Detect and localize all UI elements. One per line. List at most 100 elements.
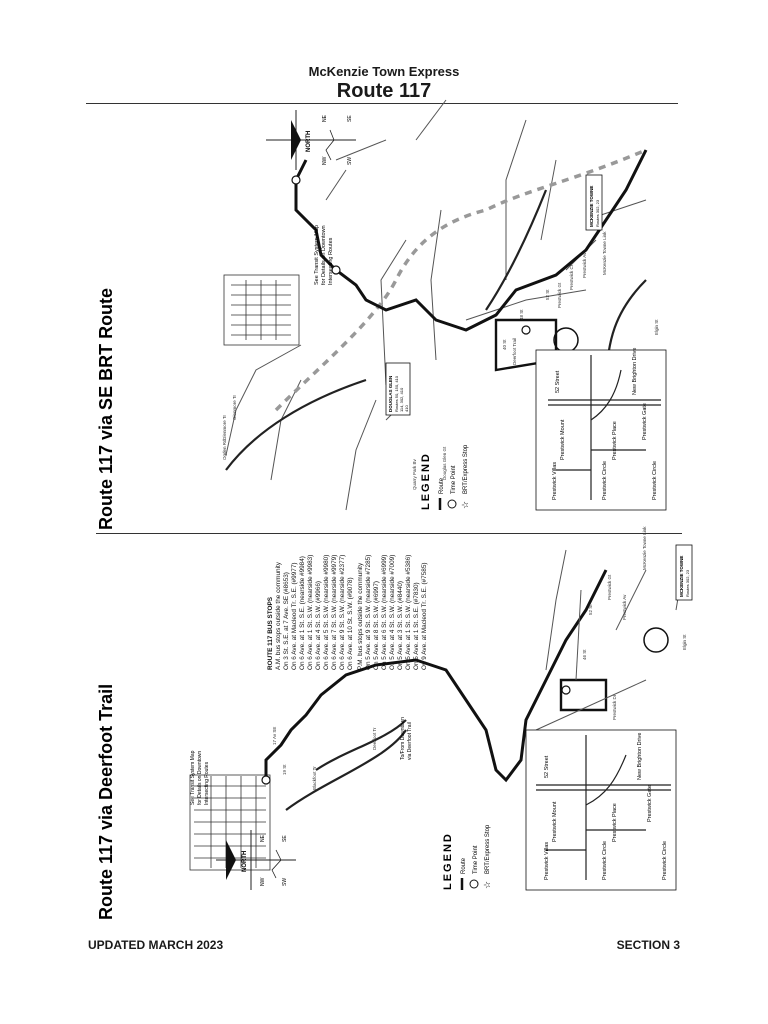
top-see-map-note-3: Intersecting Routes: [328, 237, 334, 285]
top-street-5: 48 St: [519, 309, 524, 320]
bottom-deerfoot-note-1: To/From Downtown: [400, 717, 406, 760]
bus-stop-pm-5: On 5 Ave. at 1 St. S.W. (nearside #5386): [405, 555, 412, 670]
top-north-label: NORTH: [306, 131, 312, 152]
bottom-bus-stops: ROUTE 117 BUS STOPS A.M. bus stops outsi…: [267, 555, 428, 670]
bottom-quad-sw: SW: [282, 878, 288, 886]
top-map-title: Route 117 via SE BRT Route: [96, 288, 116, 530]
bottom-map-title: Route 117 via Deerfoot Trail: [96, 684, 116, 920]
top-street-7: Prestwick Gt: [557, 282, 562, 308]
bus-stops-am-heading: A.M. bus stops outside the community: [275, 561, 282, 670]
bottom-downtown-grid: [189, 774, 271, 871]
bus-stop-am-5: On 6 Ave. at 5 St. S.W. (nearside #9980): [323, 555, 330, 670]
top-street-2: Barlow Tr: [402, 370, 407, 390]
top-quad-ne: NE: [322, 114, 328, 122]
top-brt-dashed-route: [274, 148, 647, 412]
top-douglas-glen-1: Routes 50, 150, 410: [394, 375, 399, 412]
bottom-roundabout: [643, 627, 669, 653]
top-inset-7: Prestwick Circle: [652, 461, 658, 500]
bottom-legend-timepoint-icon: [469, 879, 479, 889]
top-street-12: Douglas Glen Gt: [442, 446, 447, 480]
top-street-4: 40 St: [502, 339, 507, 350]
top-highways: [225, 189, 647, 471]
bus-stop-am-1: On 6 Ave. at Macleod Tr. S.E. (#9977): [291, 562, 298, 670]
bottom-north-compass: [216, 830, 296, 890]
top-north-arrow: [291, 120, 301, 160]
bottom-inset-box: [525, 729, 677, 891]
bottom-legend-brt-icon: ☆: [482, 881, 492, 889]
bottom-terminal-box: [675, 544, 693, 601]
bottom-inset-6: Prestwick Circle: [602, 841, 608, 880]
bottom-street-10: Elgin St: [682, 634, 687, 650]
bottom-street-8: Prestwick Av: [622, 594, 627, 620]
top-street-13: Quarry Park Bv: [412, 458, 417, 490]
bus-stops-pm-heading: P.M. bus stops outside the community: [357, 562, 364, 670]
bottom-inset-1: New Brighton Drive: [637, 733, 643, 780]
bottom-see-map-note-1: See Transit System Map: [190, 750, 196, 805]
top-inset-streets: [548, 355, 661, 500]
bottom-deerfoot-note-2: via Deerfoot Trail: [407, 722, 413, 760]
bottom-highways: [285, 719, 407, 811]
bottom-route-line: [264, 569, 608, 783]
bottom-legend-brt: BRT/Express Stop: [485, 824, 491, 874]
bus-stop-am-7: On 6 Ave. at 9 St. S.W. (nearside #2377): [339, 555, 346, 670]
bus-stop-am-4: On 6 Ave. at 4 St. S.W. (#9966): [315, 581, 322, 670]
bus-stop-pm-7: On 9 Ave. at Macleod Tr. S.E. (#7585): [421, 562, 428, 670]
bottom-legend-heading: LEGEND: [442, 832, 454, 890]
top-douglas-glen-2: 114, 302, 410: [399, 387, 404, 412]
bottom-quad-se: SE: [282, 835, 288, 842]
top-inset-5: Prestwick Villas: [552, 462, 558, 500]
header-title: Route 117: [336, 80, 432, 102]
footer-section: SECTION 3: [616, 938, 680, 952]
top-see-map-note-2: for Details on Downtown: [321, 225, 327, 285]
bus-stop-pm-4: On 5 Ave. at 3 St. S.W. (#8440): [397, 581, 404, 670]
top-legend-brt-icon: ☆: [460, 501, 470, 509]
header-subtitle: McKenzie Town Express: [308, 64, 460, 79]
bottom-street-5: 46 St: [582, 649, 587, 660]
top-street-1: Deerfoot Trail: [512, 338, 517, 365]
top-street-3: 52 St: [545, 289, 550, 300]
bus-stop-am-2: On 6 Ave. at 1 St. S.E. (nearside #9984): [299, 556, 306, 670]
bus-stop-pm-1: On 5 Ave. at 8 St. S.W. (#6997): [373, 581, 380, 670]
bottom-street-0: Deerfoot Tr: [372, 727, 377, 750]
bus-stop-am-6: On 6 Ave. at 7 St. S.W. (nearside #9979): [331, 555, 338, 670]
bottom-street-6: Prestwick Dr: [612, 694, 617, 720]
bottom-inset-2: Prestwick Mount: [552, 801, 558, 842]
bottom-street-3: 17 Av SE: [272, 727, 277, 745]
top-douglas-glen-box: [385, 362, 411, 416]
bottom-inset-0: 52 Street: [544, 755, 550, 778]
bottom-street-2: 19 St: [282, 764, 287, 775]
bus-stops-heading: ROUTE 117 BUS STOPS: [267, 596, 274, 670]
top-douglas-glen-3: 410: [404, 405, 409, 412]
bottom-legend-route: Route: [461, 857, 467, 874]
top-street-0: Glenmore Tr: [222, 414, 227, 440]
bus-stop-pm-6: On 5 Ave. at 1 St. S.E. (#7830): [413, 582, 420, 670]
bottom-street-1: Blackfoot Tr: [312, 766, 317, 790]
bus-stop-am-8: On 6 Ave. at 10 St. S.W. (#9078): [347, 577, 354, 670]
top-street-11: Elgin St: [654, 319, 659, 335]
footer-updated: UPDATED MARCH 2023: [88, 938, 224, 952]
top-quad-nw: NW: [322, 156, 328, 165]
bottom-loop: [559, 678, 608, 712]
bottom-legend-timepoint: Time Point: [473, 845, 479, 874]
bottom-quad-nw: NW: [260, 877, 266, 886]
top-terminal-0: MCKENZIE TOWNE: [589, 186, 594, 227]
top-legend-heading: LEGEND: [420, 452, 432, 510]
top-loop: [494, 318, 558, 372]
top-street-8: Prestwick Cl: [569, 265, 574, 290]
bottom-north-label: NORTH: [242, 851, 248, 872]
top-legend-timepoint-icon: [447, 499, 457, 509]
bottom-quad-ne: NE: [260, 834, 266, 842]
top-legend-timepoint: Time Point: [451, 465, 457, 494]
bus-stop-pm-3: On 5 Ave. at 4 St. S.W. (nearside #7009): [389, 555, 396, 670]
bus-stop-pm-0: On 5 Ave. at 9 St. S.W. (nearside #7285): [365, 555, 372, 670]
top-inset-0: 52 Street: [555, 370, 561, 393]
bottom-inset-7: Prestwick Circle: [662, 841, 668, 880]
top-minor-streets: [225, 99, 647, 511]
top-inset-box: [535, 349, 667, 511]
top-street-14: Ogden Rd: [222, 439, 227, 460]
bottom-see-map-note-3: Intersecting Routes: [204, 761, 210, 805]
top-time-points: [291, 175, 531, 335]
bus-stop-pm-2: On 5 Ave. at 6 St. S.W. (nearside #6999): [381, 555, 388, 670]
